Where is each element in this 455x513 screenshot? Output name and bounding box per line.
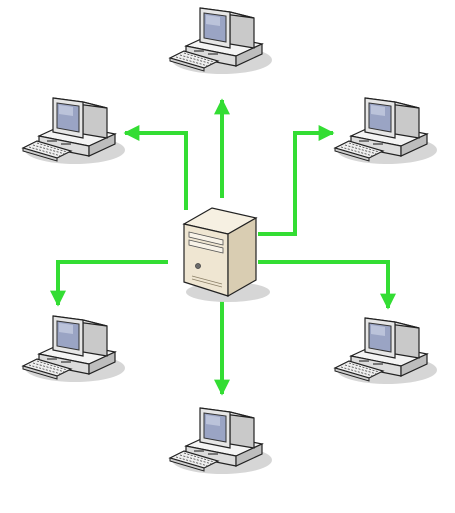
- computer-lower-left: [22, 315, 126, 383]
- computer-top: [169, 7, 273, 75]
- desktop-computer-icon: [334, 317, 438, 385]
- computer-upper-left: [22, 97, 126, 165]
- desktop-computer-icon: [22, 315, 126, 383]
- desktop-computer-icon: [169, 7, 273, 75]
- desktop-computer-icon: [334, 97, 438, 165]
- link-to-upper-left: [123, 125, 188, 210]
- computer-upper-right: [334, 97, 438, 165]
- desktop-computer-icon: [22, 97, 126, 165]
- network-links: [50, 98, 396, 396]
- desktop-computer-icon: [169, 407, 273, 475]
- link-to-lower-right: [258, 260, 396, 310]
- computer-lower-right: [334, 317, 438, 385]
- link-to-lower-left: [50, 260, 168, 307]
- server: [182, 207, 270, 302]
- server-tower-icon: [182, 207, 270, 302]
- link-to-upper-right: [258, 125, 335, 236]
- computer-bottom: [169, 407, 273, 475]
